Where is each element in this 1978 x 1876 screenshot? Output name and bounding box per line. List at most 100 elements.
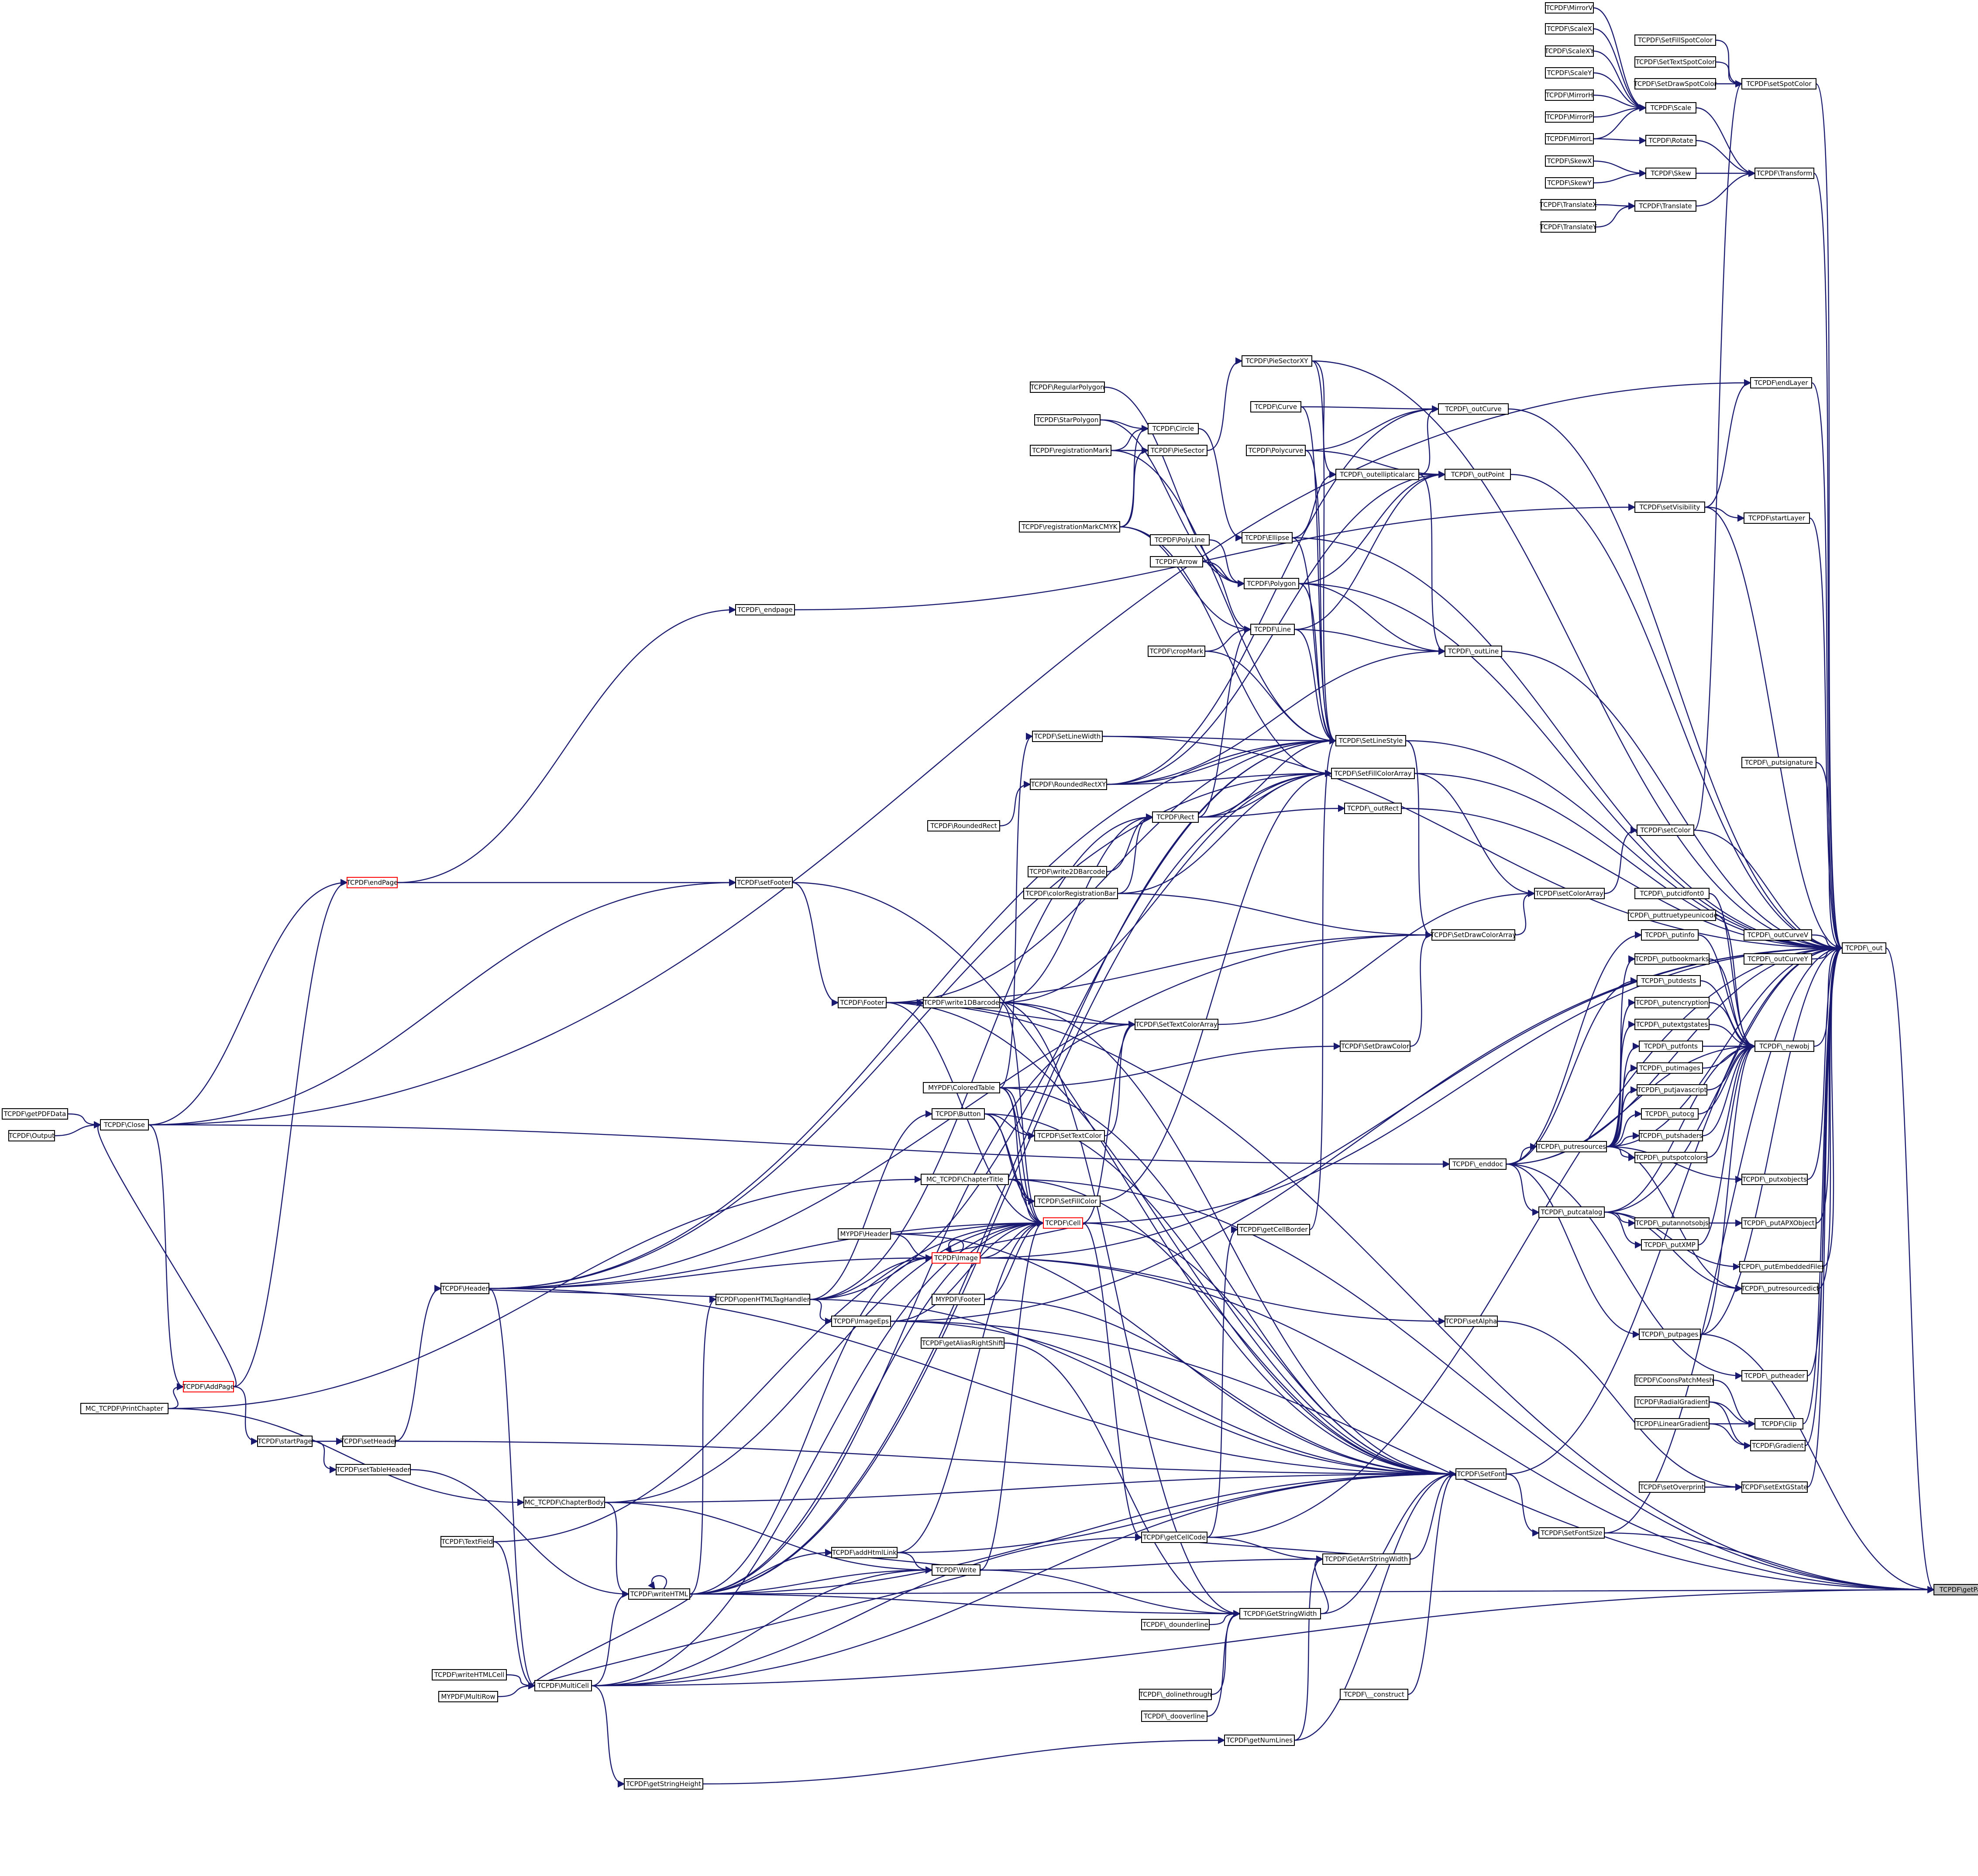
node-MYPDFHeader[interactable]: MYPDF\Header xyxy=(838,1228,891,1240)
node-SetTextSpotColor[interactable]: TCPDF\SetTextSpotColor xyxy=(1634,56,1716,68)
node-putheader[interactable]: TCPDF\_putheader xyxy=(1741,1370,1808,1381)
node-newobj[interactable]: TCPDF\_newobj xyxy=(1754,1041,1814,1052)
node-setVisibility[interactable]: TCPDF\setVisibility xyxy=(1634,502,1705,513)
node-outCurve[interactable]: TCPDF\_outCurve xyxy=(1438,403,1509,415)
node-out[interactable]: TCPDF\_out xyxy=(1842,942,1886,954)
node-MirrorP[interactable]: TCPDF\MirrorP xyxy=(1545,111,1594,123)
node-setTableHeader[interactable]: TCPDF\setTableHeader xyxy=(336,1464,411,1475)
node-SetFont[interactable]: TCPDF\SetFont xyxy=(1455,1468,1507,1480)
node-endPage[interactable]: TCPDF\endPage xyxy=(346,877,398,888)
node-putshaders[interactable]: TCPDF\_putshaders xyxy=(1639,1130,1703,1141)
node-outLine[interactable]: TCPDF\_outLine xyxy=(1445,646,1502,657)
node-Scale[interactable]: TCPDF\Scale xyxy=(1645,102,1696,113)
node-ImageEps[interactable]: TCPDF\ImageEps xyxy=(831,1316,891,1327)
node-Polygon[interactable]: TCPDF\Polygon xyxy=(1244,578,1299,589)
node-putsignature[interactable]: TCPDF\_putsignature xyxy=(1741,757,1816,768)
node-CoonsPatchMesh[interactable]: TCPDF\CoonsPatchMesh xyxy=(1634,1374,1714,1386)
node-startPage[interactable]: TCPDF\startPage xyxy=(257,1436,313,1447)
node-getPageBuffer[interactable]: TCPDF\getPageBuffer xyxy=(1933,1584,1978,1595)
node-cropMark[interactable]: TCPDF\cropMark xyxy=(1148,646,1205,657)
node-puttruetypeunicode[interactable]: TCPDF\_puttruetypeunicode xyxy=(1626,910,1718,921)
node-RoundedRect[interactable]: TCPDF\RoundedRect xyxy=(927,820,1000,831)
node-Button[interactable]: TCPDF\Button xyxy=(932,1108,985,1120)
node-GetStringWidth[interactable]: TCPDF\GetStringWidth xyxy=(1239,1608,1321,1619)
node-MultiRow[interactable]: MYPDF\MultiRow xyxy=(438,1691,498,1702)
node-writeHTML[interactable]: TCPDF\writeHTML xyxy=(628,1588,690,1600)
node-Transform[interactable]: TCPDF\Transform xyxy=(1754,168,1814,179)
node-dounderline[interactable]: TCPDF\_dounderline xyxy=(1141,1619,1210,1630)
node-setColorArray[interactable]: TCPDF\setColorArray xyxy=(1534,888,1605,899)
node-SetDrawColor[interactable]: TCPDF\SetDrawColor xyxy=(1340,1041,1410,1052)
node-Write[interactable]: TCPDF\Write xyxy=(932,1564,980,1576)
node-putbookmarks[interactable]: TCPDF\_putbookmarks xyxy=(1634,953,1710,965)
node-getPDFData[interactable]: TCPDF\getPDFData xyxy=(2,1108,68,1120)
node-ChapterBody[interactable]: MC_TCPDF\ChapterBody xyxy=(523,1497,605,1508)
node-ScaleX[interactable]: TCPDF\ScaleX xyxy=(1545,23,1594,34)
node-StarPolygon[interactable]: TCPDF\StarPolygon xyxy=(1034,414,1101,426)
node-putXMP[interactable]: TCPDF\_putXMP xyxy=(1641,1239,1699,1251)
node-SetDrawSpotColor[interactable]: TCPDF\SetDrawSpotColor xyxy=(1633,78,1717,89)
node-putextgstates[interactable]: TCPDF\_putextgstates xyxy=(1634,1019,1710,1030)
node-Header[interactable]: TCPDF\Header xyxy=(440,1283,489,1294)
node-Close[interactable]: TCPDF\Close xyxy=(100,1119,149,1130)
node-SetLineStyle[interactable]: TCPDF\SetLineStyle xyxy=(1335,735,1406,746)
node-TextField[interactable]: TCPDF\TextField xyxy=(440,1536,494,1547)
node-putresources[interactable]: TCPDF\_putresources xyxy=(1536,1141,1607,1152)
node-setSpotColor[interactable]: TCPDF\setSpotColor xyxy=(1741,78,1816,89)
node-putdests[interactable]: TCPDF\_putdests xyxy=(1637,975,1701,986)
node-MultiCell[interactable]: TCPDF\MultiCell xyxy=(534,1680,592,1691)
node-SetDrawColorArray[interactable]: TCPDF\SetDrawColorArray xyxy=(1430,929,1517,941)
node-SetTextColorArray[interactable]: TCPDF\SetTextColorArray xyxy=(1135,1019,1218,1030)
node-getNumLines[interactable]: TCPDF\getNumLines xyxy=(1224,1735,1295,1746)
node-setFooter[interactable]: TCPDF\setFooter xyxy=(735,877,793,888)
node-startLayer[interactable]: TCPDF\startLayer xyxy=(1744,512,1810,524)
node-endLayer[interactable]: TCPDF\endLayer xyxy=(1750,377,1812,388)
node-MirrorL[interactable]: TCPDF\MirrorL xyxy=(1545,133,1594,144)
node-putencryption[interactable]: TCPDF\_putencryption xyxy=(1634,997,1710,1008)
node-SkewY[interactable]: TCPDF\SkewY xyxy=(1545,177,1594,189)
node-colorRegistrationBar[interactable]: TCPDF\colorRegistrationBar xyxy=(1023,888,1118,899)
node-Image[interactable]: TCPDF\Image xyxy=(932,1252,980,1264)
node-Cell[interactable]: TCPDF\Cell xyxy=(1043,1217,1083,1229)
node-SkewX[interactable]: TCPDF\SkewX xyxy=(1545,155,1594,167)
node-outRect[interactable]: TCPDF\_outRect xyxy=(1344,803,1402,814)
node-registrationMark[interactable]: TCPDF\registrationMark xyxy=(1030,445,1111,456)
node-Translate[interactable]: TCPDF\Translate xyxy=(1634,200,1696,212)
node-Clip[interactable]: TCPDF\Clip xyxy=(1754,1418,1803,1429)
node-SetFillColorArray[interactable]: TCPDF\SetFillColorArray xyxy=(1331,768,1415,779)
node-LinearGradient[interactable]: TCPDF\LinearGradient xyxy=(1634,1418,1710,1429)
node-putEmbeddedFiles[interactable]: TCPDF\_putEmbeddedFiles xyxy=(1737,1261,1825,1272)
node-SetTextColor[interactable]: TCPDF\SetTextColor xyxy=(1034,1130,1105,1141)
node-writeHTMLCell[interactable]: TCPDF\writeHTMLCell xyxy=(432,1669,507,1680)
node-setHeader[interactable]: TCPDF\setHeader xyxy=(340,1436,398,1447)
node-SetFillSpotColor[interactable]: TCPDF\SetFillSpotColor xyxy=(1634,34,1716,46)
node-enddoc[interactable]: TCPDF\_enddoc xyxy=(1449,1158,1507,1170)
node-registrationMarkCMYK[interactable]: TCPDF\registrationMarkCMYK xyxy=(1019,521,1120,533)
node-putinfo[interactable]: TCPDF\_putinfo xyxy=(1641,929,1699,941)
node-GetArrStringWidth[interactable]: TCPDF\GetArrStringWidth xyxy=(1322,1553,1410,1565)
node-Polycurve[interactable]: TCPDF\Polycurve xyxy=(1246,445,1306,456)
node-setExtGState[interactable]: TCPDF\setExtGState xyxy=(1741,1481,1808,1493)
node-Gradient[interactable]: TCPDF\Gradient xyxy=(1750,1440,1806,1451)
node-outellipticalarc[interactable]: TCPDF\_outellipticalarc xyxy=(1335,469,1419,480)
node-Circle[interactable]: TCPDF\Circle xyxy=(1148,423,1199,434)
node-Output[interactable]: TCPDF\Output xyxy=(8,1130,55,1141)
node-ScaleXY[interactable]: TCPDF\ScaleXY xyxy=(1545,45,1595,57)
node-TranslateY[interactable]: TCPDF\TranslateY xyxy=(1539,221,1597,233)
node-outCurveV[interactable]: TCPDF\_outCurveV xyxy=(1744,929,1812,941)
node-SetFillColor[interactable]: TCPDF\SetFillColor xyxy=(1034,1196,1101,1207)
node-getAliasRightShift[interactable]: TCPDF\getAliasRightShift xyxy=(921,1337,1004,1349)
node-PieSector[interactable]: TCPDF\PieSector xyxy=(1148,445,1207,456)
node-putxobjects[interactable]: TCPDF\_putxobjects xyxy=(1741,1174,1808,1185)
node-PolyLine[interactable]: TCPDF\PolyLine xyxy=(1150,534,1210,546)
node-Footer[interactable]: TCPDF\Footer xyxy=(838,997,887,1008)
node-setOverprint[interactable]: TCPDF\setOverprint xyxy=(1639,1481,1705,1493)
node-MirrorH[interactable]: TCPDF\MirrorH xyxy=(1545,89,1594,101)
node-putocg[interactable]: TCPDF\_putocg xyxy=(1641,1108,1699,1120)
node-ChapterTitle[interactable]: MC_TCPDF\ChapterTitle xyxy=(921,1174,1009,1185)
node-AddPage[interactable]: TCPDF\AddPage xyxy=(182,1381,234,1392)
node-putcidfont0[interactable]: TCPDF\_putcidfont0 xyxy=(1634,888,1710,899)
node-endpage_[interactable]: TCPDF\_endpage xyxy=(735,604,795,615)
node-putspotcolors[interactable]: TCPDF\_putspotcolors xyxy=(1634,1152,1707,1163)
node-RegularPolygon[interactable]: TCPDF\RegularPolygon xyxy=(1030,381,1105,393)
